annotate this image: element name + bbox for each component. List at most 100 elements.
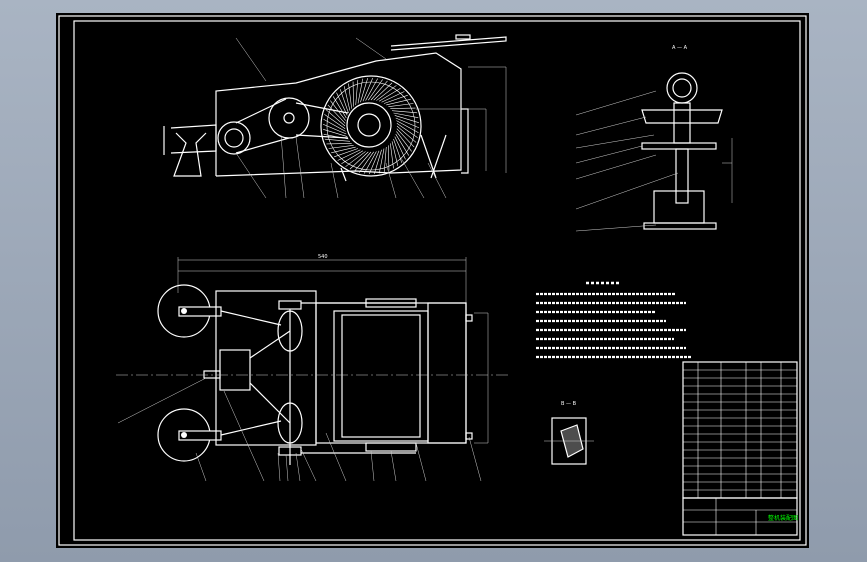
roller-hatch-line (394, 115, 419, 123)
roller-hatch-line (349, 151, 369, 170)
roller-bearing-bottom (365, 442, 417, 452)
gear-bottom (277, 402, 303, 444)
parts-list (682, 361, 798, 499)
gear-top-cap (278, 300, 302, 310)
belt-2-top (295, 102, 349, 114)
chassis-right (315, 302, 467, 444)
screen-box (427, 302, 467, 444)
leader-e (385, 162, 397, 199)
roller-hatch-line (396, 131, 412, 152)
dim-top-total-text: 540 (318, 254, 328, 260)
bevel-gear (641, 109, 723, 124)
crushing-roller (320, 75, 422, 177)
roller-hatch-line (396, 123, 418, 138)
roller-hatch-line (336, 92, 348, 116)
parts-list-table (682, 361, 798, 499)
motor-shaft (170, 124, 217, 154)
chassis-left (215, 290, 317, 446)
pulley-small (217, 121, 251, 155)
roller-body (333, 310, 429, 442)
roller-hatch-line (393, 112, 419, 119)
roller-hatch-line (381, 91, 405, 103)
technical-notes (536, 281, 691, 359)
belt-bottom (235, 137, 290, 154)
leader-a5 (575, 154, 657, 180)
belt-plan-top (220, 310, 282, 326)
title-block-frame (682, 497, 798, 536)
roller-hatch-line (378, 87, 401, 102)
wheel-top-hub (181, 308, 187, 314)
disk-plate (641, 142, 717, 150)
pulley-small-inner (224, 128, 244, 148)
bolt-top (465, 314, 473, 322)
roller-hatch-line (383, 94, 408, 104)
roller-hatch-line (390, 143, 394, 169)
cad-drawing-canvas[interactable]: A — A 540 (56, 13, 809, 548)
belt-top (235, 98, 287, 124)
leg-1 (340, 167, 347, 182)
leader-a4 (575, 145, 643, 164)
roller-hatch-line (368, 79, 383, 101)
roller-hatch-line (322, 124, 347, 135)
roller-hatch-line (395, 133, 410, 156)
dim-width (474, 312, 489, 444)
leader-8 (325, 432, 347, 482)
leader-a1 (575, 90, 657, 116)
roller-hatch-line (390, 107, 416, 109)
top-bearing-outer (666, 72, 698, 104)
dim-height (468, 66, 507, 173)
roller-hatch-line (374, 149, 382, 174)
roller-hatch-line (365, 78, 378, 101)
motor-box (219, 349, 251, 391)
roller-hatch-line (323, 129, 348, 137)
top-view: 540 (116, 254, 511, 482)
roller-hatch-line (388, 145, 390, 171)
leader-5 (285, 454, 289, 482)
leader-c (295, 136, 305, 199)
leader-a (235, 152, 267, 199)
leader-d (330, 162, 339, 199)
leader-a6 (575, 172, 679, 210)
leader-10 (390, 450, 397, 482)
roller-hatch-line (339, 89, 349, 114)
roller-hub (346, 102, 392, 148)
section-b-view: B — B (544, 401, 594, 465)
inner-frame (73, 20, 801, 541)
leader-b (280, 134, 287, 199)
roller-hatch-line (362, 77, 373, 102)
leader-a3 (575, 134, 655, 149)
roller-hatch-line (348, 83, 352, 109)
belt-2-bottom (295, 134, 349, 139)
roller-hatch-line (393, 138, 403, 163)
roller-hatch-line (392, 110, 418, 114)
roller-hatch-line (376, 85, 397, 101)
roller-hatch-line (383, 147, 387, 173)
roller-hatch-line (323, 119, 346, 132)
base-plate (643, 222, 717, 230)
roller-hatch-line (326, 143, 352, 145)
roller-hatch-line (331, 146, 356, 154)
top-cover (390, 36, 507, 51)
roller-hatch-line (345, 151, 366, 167)
roller-hatch-line (360, 78, 368, 103)
title-block: 整机装配图 (682, 497, 798, 536)
roller-hatch-line (334, 148, 359, 158)
leader-7 (300, 448, 317, 482)
roller-hatch-line (394, 136, 406, 160)
roller-hatch-line (357, 78, 364, 104)
housing-outline (215, 52, 462, 177)
leader-20 (355, 37, 387, 60)
cad-drawing: A — A 540 (58, 15, 807, 546)
roller-hatch-line (354, 151, 372, 172)
gear-bottom-cap (278, 446, 302, 456)
roller-hatch-line (391, 141, 399, 166)
leader-2 (195, 452, 207, 482)
roller-hatch-line (337, 149, 361, 161)
roller-hatch-line (396, 125, 417, 143)
leader-a2 (575, 116, 647, 136)
leg-3 (430, 134, 447, 179)
roller-hatch-line (328, 145, 354, 149)
leader-12 (468, 436, 482, 482)
leader-a7 (575, 224, 657, 232)
section-b-label: B — B (561, 401, 577, 407)
